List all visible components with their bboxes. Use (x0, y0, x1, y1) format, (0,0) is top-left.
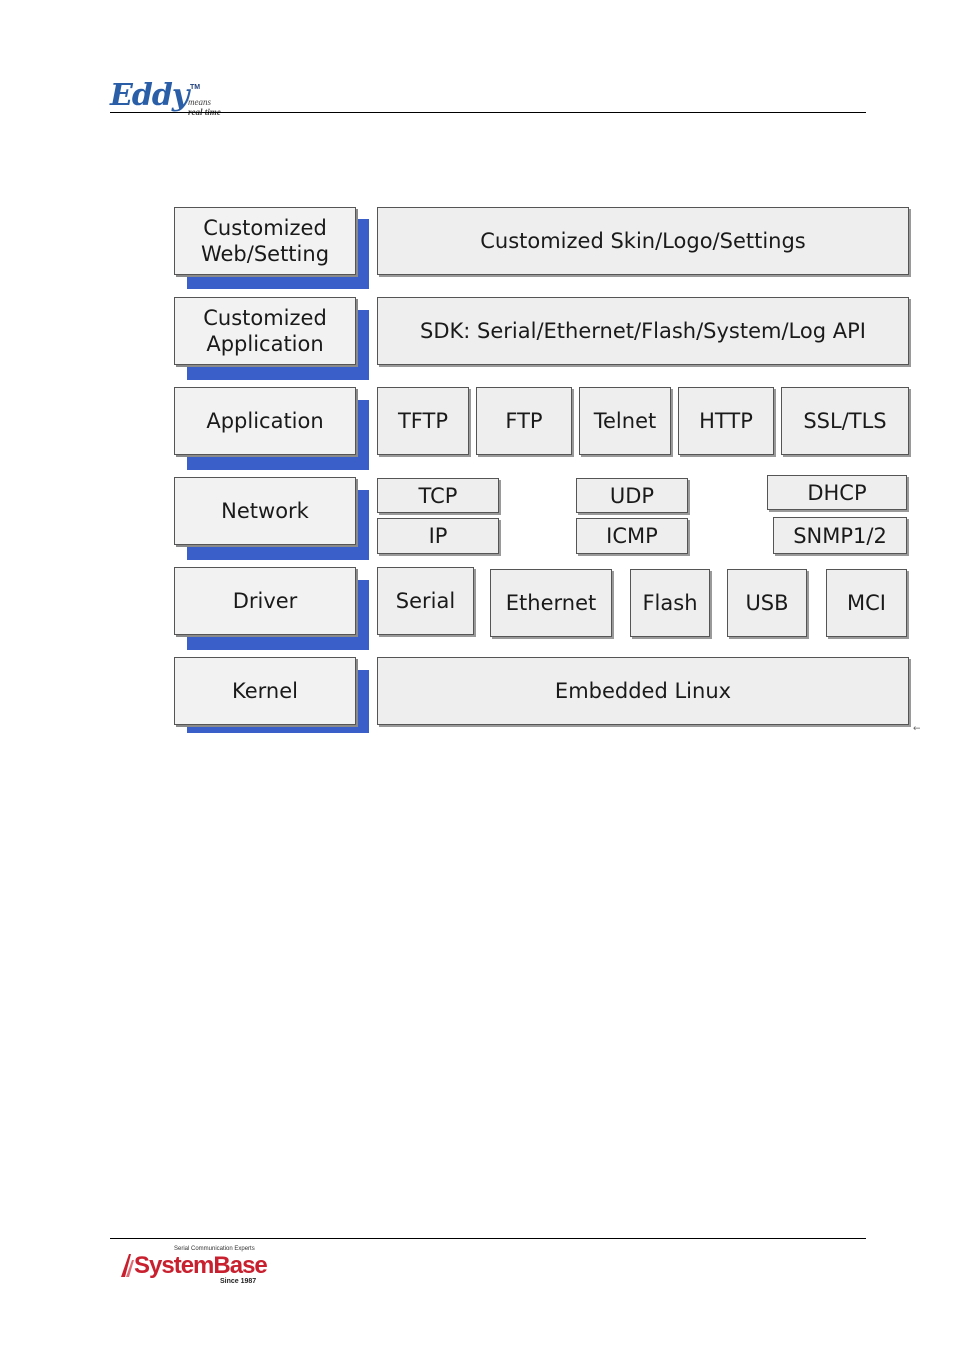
systembase-tagline: Serial Communication Experts (174, 1246, 255, 1252)
systembase-mark-icon (121, 1254, 134, 1277)
component-serial-label: Serial (395, 589, 456, 613)
component-tcp: TCP (377, 478, 499, 513)
component-flash-label: Flash (642, 591, 698, 615)
component-sdk-api: SDK: Serial/Ethernet/Flash/System/Log AP… (377, 297, 909, 365)
layer-network-label: Network (221, 499, 309, 523)
component-custom-skin-label: Customized Skin/Logo/Settings (480, 229, 806, 253)
layer-network: Network (174, 477, 356, 545)
component-ftp-label: FTP (505, 409, 543, 433)
layer-application-label: Application (206, 409, 324, 433)
component-usb: USB (727, 569, 807, 637)
component-mci: MCI (826, 569, 907, 637)
component-dhcp: DHCP (767, 475, 907, 510)
systembase-brand: SystemBase (134, 1252, 268, 1279)
layer-kernel-label: Kernel (232, 679, 298, 703)
component-serial: Serial (377, 567, 474, 635)
component-ethernet: Ethernet (490, 569, 612, 637)
component-http: HTTP (678, 387, 774, 455)
component-ssl-tls: SSL/TLS (781, 387, 909, 455)
component-ssl-tls-label: SSL/TLS (803, 409, 887, 433)
component-icmp: ICMP (576, 518, 688, 554)
component-custom-skin: Customized Skin/Logo/Settings (377, 207, 909, 275)
component-flash: Flash (630, 569, 710, 637)
layer-web-setting-label: Customized Web/Setting (200, 216, 330, 266)
component-icmp-label: ICMP (606, 524, 658, 548)
component-ip: IP (377, 518, 499, 554)
component-ethernet-label: Ethernet (505, 591, 597, 615)
layer-kernel: Kernel (174, 657, 356, 725)
component-udp: UDP (576, 478, 688, 513)
component-http-label: HTTP (699, 409, 753, 433)
component-tftp-label: TFTP (397, 409, 449, 433)
component-embedded-linux: Embedded Linux (377, 657, 909, 725)
layer-web-setting: Customized Web/Setting (174, 207, 356, 275)
component-tftp: TFTP (377, 387, 469, 455)
component-embedded-linux-label: Embedded Linux (554, 679, 732, 703)
paragraph-marker-icon: ← (913, 724, 921, 734)
component-mci-label: MCI (847, 591, 886, 615)
layer-application: Application (174, 387, 356, 455)
systembase-since: Since 1987 (220, 1278, 257, 1285)
systembase-logo: Serial Communication Experts SystemBase … (120, 1246, 270, 1290)
eddy-logo-word: Eddy (110, 78, 189, 113)
layer-driver: Driver (174, 567, 356, 635)
component-sdk-api-label: SDK: Serial/Ethernet/Flash/System/Log AP… (420, 319, 866, 343)
header-divider (110, 112, 866, 113)
component-telnet-label: Telnet (593, 409, 657, 433)
eddy-logo-tm: TM (190, 84, 201, 91)
footer-divider (110, 1238, 866, 1239)
component-dhcp-label: DHCP (807, 480, 867, 505)
component-ftp: FTP (476, 387, 572, 455)
eddy-logo-means: means (188, 97, 211, 107)
layer-custom-application: Customized Application (174, 297, 356, 365)
component-ip-label: IP (428, 524, 448, 548)
layer-driver-label: Driver (232, 589, 298, 613)
component-snmp-label: SNMP1/2 (793, 523, 887, 548)
layer-custom-application-label: Customized Application (203, 306, 327, 356)
component-tcp-label: TCP (418, 483, 458, 508)
component-telnet: Telnet (579, 387, 671, 455)
component-usb-label: USB (745, 591, 789, 615)
component-snmp: SNMP1/2 (773, 517, 907, 554)
component-udp-label: UDP (609, 483, 655, 508)
